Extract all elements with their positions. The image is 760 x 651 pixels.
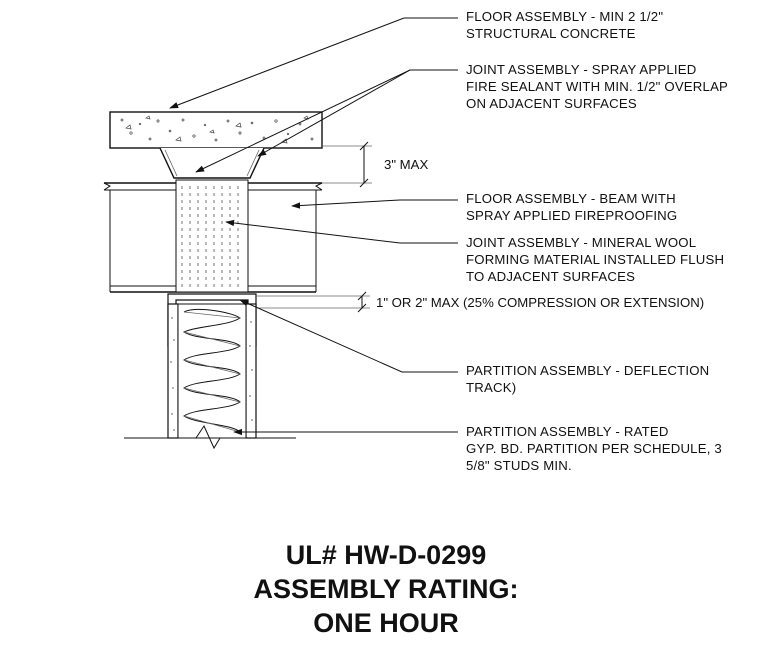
callout-deflection-track-line-2: TRACK)	[466, 380, 516, 395]
callout-joint-sealant-line-2: FIRE SEALANT WITH MIN. 1/2" OVERLAP	[466, 79, 728, 94]
callout-deflection-track-line-1: PARTITION ASSEMBLY - DEFLECTION	[466, 363, 709, 378]
callout-mineral-wool-line-2: FORMING MATERIAL INSTALLED FLUSH	[466, 252, 724, 267]
callout-rated-partition-line-1: PARTITION ASSEMBLY - RATED	[466, 424, 669, 439]
leader-lines	[169, 17, 458, 436]
callout-floor-beam: FLOOR ASSEMBLY - BEAM WITH SPRAY APPLIED…	[466, 191, 677, 223]
callout-floor-concrete-line-2: STRUCTURAL CONCRETE	[466, 26, 636, 41]
title-block: UL# HW-D-0299 ASSEMBLY RATING: ONE HOUR	[253, 540, 518, 638]
callout-mineral-wool-line-1: JOINT ASSEMBLY - MINERAL WOOL	[466, 235, 696, 250]
callout-floor-beam-line-2: SPRAY APPLIED FIREPROOFING	[466, 208, 677, 223]
callout-deflection-track: PARTITION ASSEMBLY - DEFLECTION TRACK)	[466, 363, 709, 395]
callout-mineral-wool-line-3: TO ADJACENT SURFACES	[466, 269, 635, 284]
concrete-hatch	[120, 115, 314, 144]
callout-floor-concrete: FLOOR ASSEMBLY - MIN 2 1/2" STRUCTURAL C…	[466, 9, 663, 41]
title-ul-number: UL# HW-D-0299	[286, 540, 487, 570]
callout-joint-sealant: JOINT ASSEMBLY - SPRAY APPLIED FIRE SEAL…	[466, 62, 728, 111]
title-assembly-rating: ASSEMBLY RATING:	[253, 574, 518, 604]
floor-line	[124, 424, 296, 450]
callout-rated-partition-line-3: 5/8" STUDS MIN.	[466, 458, 572, 473]
dimension-joint-width	[256, 291, 370, 313]
callout-joint-sealant-line-3: ON ADJACENT SURFACES	[466, 96, 637, 111]
callout-floor-concrete-line-1: FLOOR ASSEMBLY - MIN 2 1/2"	[466, 9, 663, 24]
callout-mineral-wool: JOINT ASSEMBLY - MINERAL WOOL FORMING MA…	[466, 235, 724, 284]
callout-floor-beam-line-1: FLOOR ASSEMBLY - BEAM WITH	[466, 191, 676, 206]
dimension-joint-width-label: 1" OR 2" MAX (25% COMPRESSION OR EXTENSI…	[376, 295, 704, 310]
joint-flute	[159, 147, 265, 179]
mineral-wool-fill	[175, 179, 249, 293]
callout-rated-partition-line-2: GYP. BD. PARTITION PER SCHEDULE, 3	[466, 441, 722, 456]
dimension-3in-label: 3" MAX	[384, 157, 428, 172]
callout-rated-partition: PARTITION ASSEMBLY - RATED GYP. BD. PART…	[466, 424, 722, 473]
callout-joint-sealant-line-1: JOINT ASSEMBLY - SPRAY APPLIED	[466, 62, 697, 77]
dimension-3in	[322, 141, 372, 188]
gypsum-partition	[167, 303, 257, 439]
title-rating-value: ONE HOUR	[313, 608, 459, 638]
concrete-slab	[109, 111, 323, 149]
